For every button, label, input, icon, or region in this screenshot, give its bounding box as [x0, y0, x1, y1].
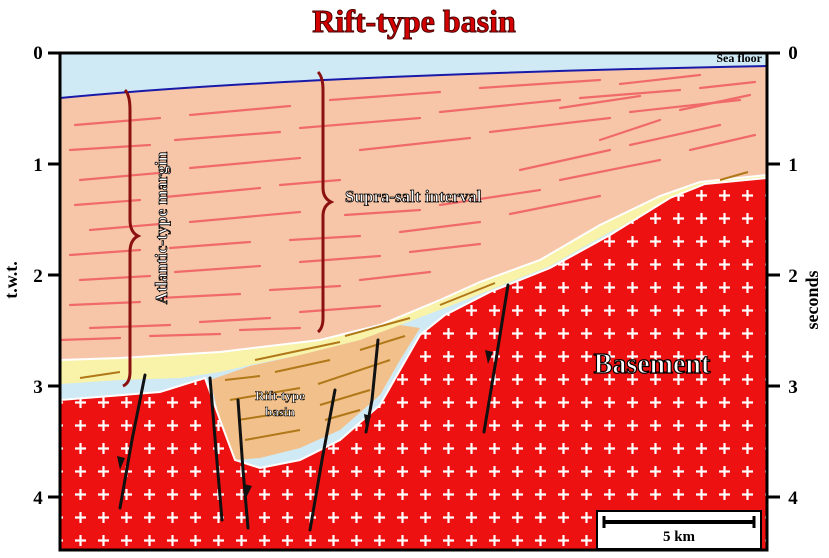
- right-tick-0: 0: [788, 43, 798, 64]
- right-tick-2: 2: [788, 266, 798, 287]
- rift-basin-label-line1: Rift-type: [255, 388, 305, 403]
- left-axis: 0 1 2 3 4 t.w.t.: [1, 43, 60, 509]
- left-tick-1: 1: [33, 155, 43, 176]
- right-tick-3: 3: [788, 377, 798, 398]
- left-tick-3: 3: [33, 377, 43, 398]
- atlantic-margin-label: Atlantic-type margin: [152, 151, 171, 304]
- right-axis-label: seconds: [802, 270, 822, 329]
- left-axis-label: t.w.t.: [1, 261, 21, 299]
- left-tick-4: 4: [33, 488, 43, 509]
- scale-bar-label: 5 km: [663, 529, 696, 545]
- basement-label: Basement: [594, 349, 711, 380]
- left-tick-2: 2: [33, 266, 43, 287]
- right-tick-1: 1: [788, 155, 798, 176]
- right-tick-4: 4: [788, 488, 798, 509]
- diagram-title: Rift-type basin: [312, 3, 516, 39]
- left-tick-0: 0: [33, 43, 43, 64]
- right-axis: 0 1 2 3 4 seconds: [767, 43, 822, 509]
- supra-salt-label: Supra-salt interval: [345, 187, 482, 206]
- rift-basin-label-line2: basin: [265, 404, 295, 419]
